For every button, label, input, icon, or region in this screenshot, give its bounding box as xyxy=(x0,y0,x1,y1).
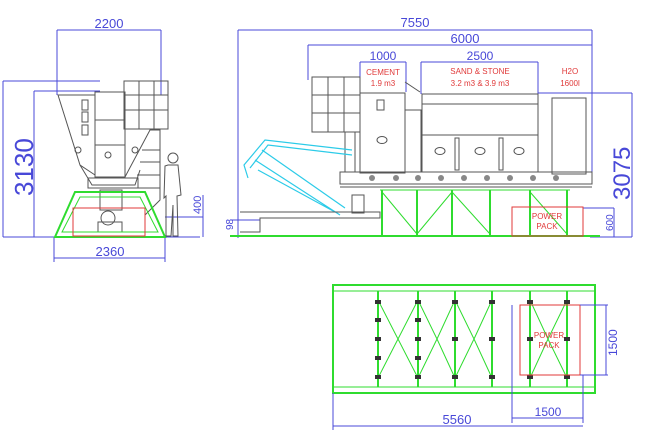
aggregate-bin xyxy=(421,93,539,173)
dimension-height: 3130 xyxy=(2,80,200,238)
dimension-overall-length: 7550 xyxy=(237,15,593,238)
chassis xyxy=(339,171,593,185)
top-power-pack-label-line2: PACK xyxy=(538,341,560,350)
dimension-body-length: 6000 xyxy=(307,31,592,80)
side-power-pack: POWER PACK xyxy=(511,206,584,237)
dimension-power-pack-length: 1500 xyxy=(511,305,584,423)
dim-label-1000: 1000 xyxy=(370,49,397,63)
top-view: POWER PACK 1500 1500 5560 xyxy=(332,284,620,430)
front-machine-body xyxy=(57,80,169,233)
front-base-frame xyxy=(53,191,167,238)
aggregate-label: SAND & STONE xyxy=(450,67,509,76)
dimension-base-height: 400 xyxy=(165,195,204,237)
top-power-pack-label-line1: POWER xyxy=(534,331,564,340)
dimension-width-top: 2200 xyxy=(56,16,162,95)
dim-label-2500: 2500 xyxy=(467,49,494,63)
dim-label-7550: 7550 xyxy=(401,15,430,30)
dim-label-3075: 3075 xyxy=(609,147,636,200)
water-capacity: 1600l xyxy=(560,79,580,88)
dimension-top-width: 1500 xyxy=(580,304,620,376)
front-view: 2200 3130 400 2360 xyxy=(2,16,204,262)
dim-label-1500-horizontal: 1500 xyxy=(535,405,562,419)
power-pack-label-line2: PACK xyxy=(536,222,558,231)
dim-label-2360: 2360 xyxy=(96,244,125,259)
side-machine-body xyxy=(311,76,593,188)
dim-label-6000: 6000 xyxy=(451,31,480,46)
water-label: H2O xyxy=(562,67,578,76)
dimension-width-base: 2360 xyxy=(53,237,166,262)
dim-label-3130: 3130 xyxy=(9,138,39,196)
dim-label-400: 400 xyxy=(192,196,204,214)
human-figure xyxy=(163,152,182,237)
cement-label: CEMENT xyxy=(366,68,400,77)
side-view: 7550 6000 1000 2500 CEMENT 1.9 m3 SAND &… xyxy=(225,15,636,238)
power-pack-label-line1: POWER xyxy=(532,212,562,221)
dim-label-5560: 5560 xyxy=(443,412,472,427)
dim-label-98: 98 xyxy=(225,218,236,230)
dim-label-2200: 2200 xyxy=(95,16,124,31)
compartment-labels: CEMENT 1.9 m3 SAND & STONE 3.2 m3 & 3.9 … xyxy=(366,67,580,88)
dim-label-1500-vertical: 1500 xyxy=(606,329,620,356)
cement-silo xyxy=(359,92,406,174)
cement-capacity: 1.9 m3 xyxy=(371,79,396,88)
side-conveyor-boom xyxy=(240,139,381,233)
water-tank xyxy=(551,97,587,175)
dimension-chute-height: 98 xyxy=(225,218,260,230)
dim-label-600: 600 xyxy=(605,214,616,231)
dimension-top-length: 5560 xyxy=(332,393,583,430)
top-power-pack: POWER PACK xyxy=(519,304,581,376)
aggregate-capacity: 3.2 m3 & 3.9 m3 xyxy=(451,79,510,88)
dimension-aggregate-length: 2500 xyxy=(420,49,539,94)
top-frame xyxy=(332,284,596,394)
